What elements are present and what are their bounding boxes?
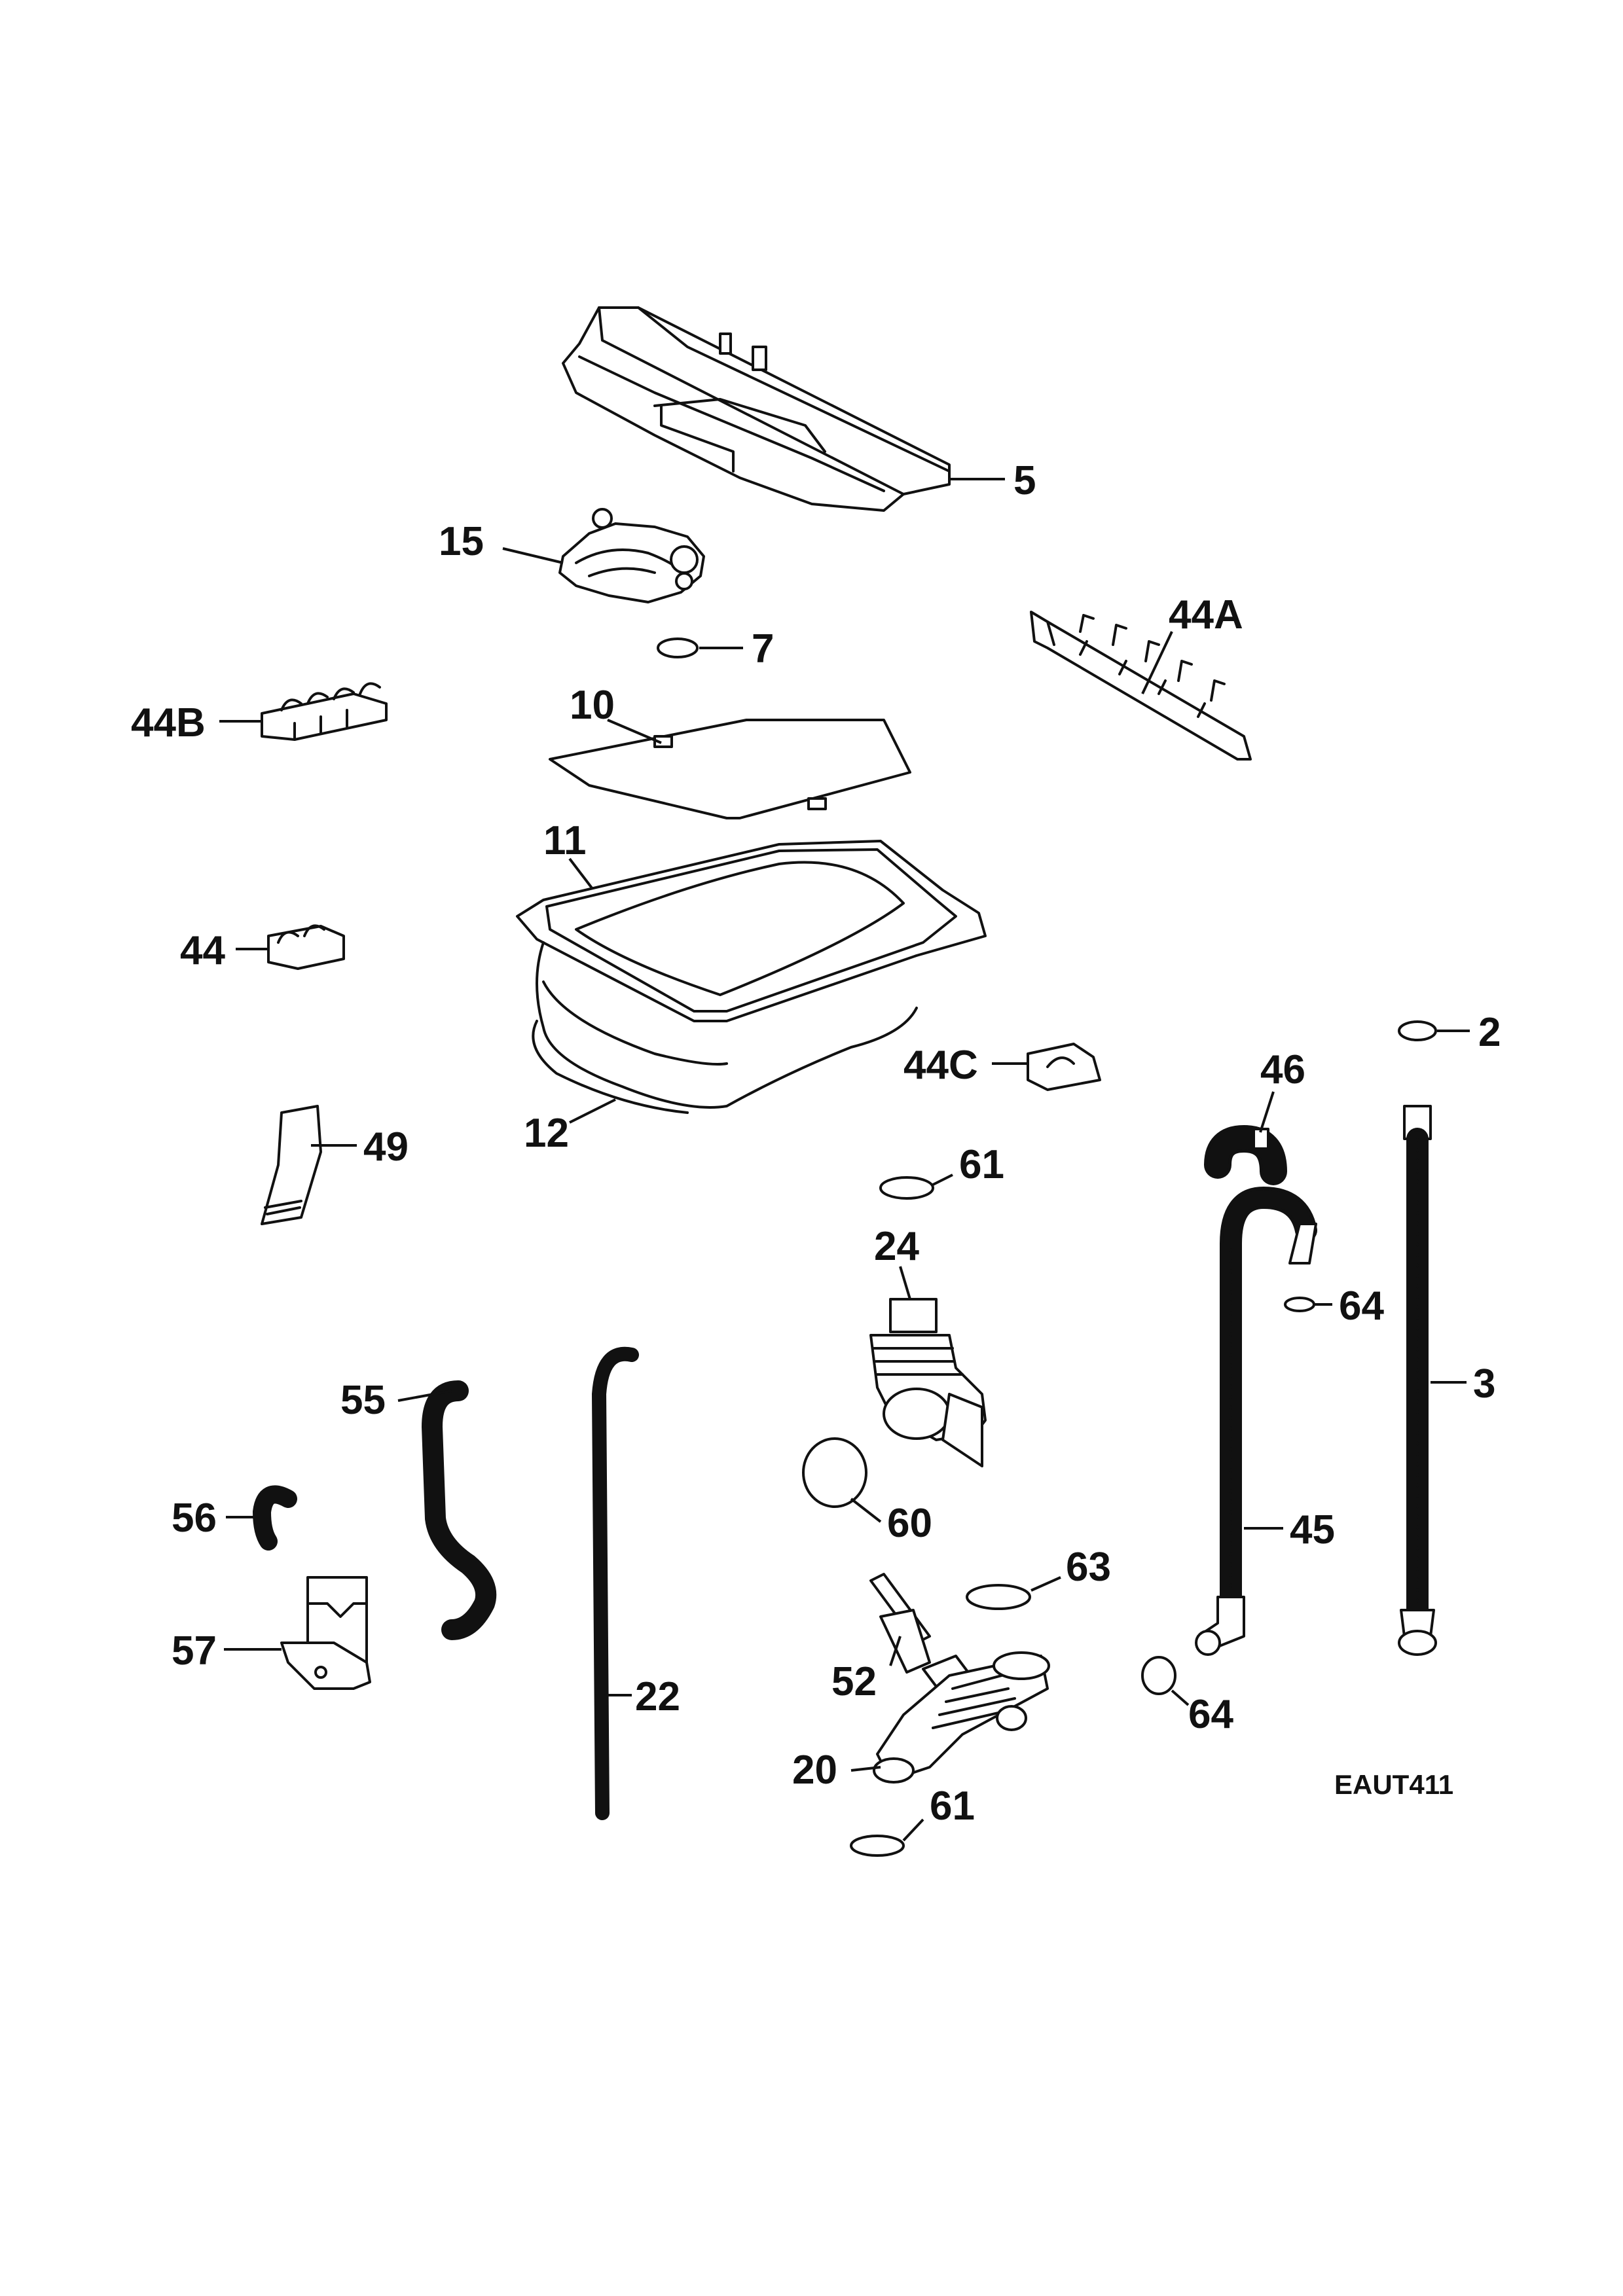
- part-56-small-hose: [253, 1485, 297, 1551]
- part-52-nipple: [869, 1573, 931, 1674]
- callout-3: 3: [1473, 1361, 1495, 1407]
- part-57-bracket: [280, 1576, 371, 1690]
- callout-44A: 44A: [1169, 592, 1243, 637]
- part-24-bellows: [869, 1298, 987, 1467]
- part-44C-clip: [1027, 1043, 1101, 1091]
- callout-12: 12: [524, 1111, 569, 1156]
- callout-57: 57: [172, 1628, 217, 1674]
- callout-56: 56: [172, 1496, 217, 1541]
- part-20-sump-hose: [873, 1651, 1050, 1784]
- part-49-bracket: [261, 1105, 322, 1225]
- callout-44C: 44C: [903, 1043, 978, 1088]
- callout-22: 22: [635, 1674, 680, 1719]
- part-60-ring-clamp: [802, 1437, 867, 1508]
- part-63-clamp: [966, 1584, 1031, 1610]
- part-10-panel: [549, 719, 911, 819]
- part-22-long-hose: [592, 1346, 639, 1820]
- part-2-washer: [1398, 1020, 1437, 1041]
- callout-5: 5: [1013, 458, 1036, 503]
- part-55-hose: [422, 1380, 497, 1640]
- callout-64-lower: 64: [1188, 1692, 1233, 1737]
- callout-45: 45: [1290, 1507, 1335, 1552]
- callout-61-lower: 61: [930, 1784, 975, 1829]
- callout-44B: 44B: [131, 700, 206, 745]
- part-44B-triple-clip: [261, 682, 388, 741]
- part-45-drain-hose: [1195, 1187, 1317, 1656]
- part-61-clamp-lower: [850, 1835, 905, 1857]
- part-5-top-frame: [562, 306, 951, 512]
- part-64-clamp-lower: [1141, 1656, 1176, 1695]
- part-64-clamp-upper: [1284, 1297, 1315, 1312]
- part-46-hose-guide: [1204, 1125, 1287, 1185]
- callout-7: 7: [752, 626, 774, 672]
- callout-60: 60: [887, 1501, 932, 1546]
- diagram-code: EAUT411: [1334, 1769, 1453, 1800]
- callout-55: 55: [340, 1378, 386, 1423]
- callout-46: 46: [1260, 1047, 1305, 1092]
- part-44A-clip-rail: [1030, 611, 1252, 761]
- callout-44: 44: [180, 928, 225, 973]
- callout-63: 63: [1066, 1545, 1111, 1590]
- callout-2: 2: [1478, 1010, 1501, 1055]
- part-3-inlet-hose: [1398, 1105, 1437, 1656]
- callout-52: 52: [831, 1659, 877, 1704]
- part-12-tub-seal: [532, 941, 918, 1114]
- callout-49: 49: [363, 1124, 409, 1170]
- callout-64-upper: 64: [1339, 1283, 1384, 1329]
- callout-10: 10: [570, 683, 615, 728]
- callout-15: 15: [439, 519, 484, 564]
- part-44-double-clip: [267, 924, 345, 970]
- callout-24: 24: [874, 1224, 919, 1269]
- part-11-tub-ring: [516, 840, 987, 1022]
- part-7-o-ring: [657, 637, 699, 658]
- callout-61-upper: 61: [959, 1142, 1004, 1187]
- part-15-valve: [558, 508, 705, 603]
- part-61-clamp-upper: [879, 1176, 934, 1200]
- callout-11: 11: [543, 818, 587, 863]
- callout-20: 20: [792, 1748, 837, 1793]
